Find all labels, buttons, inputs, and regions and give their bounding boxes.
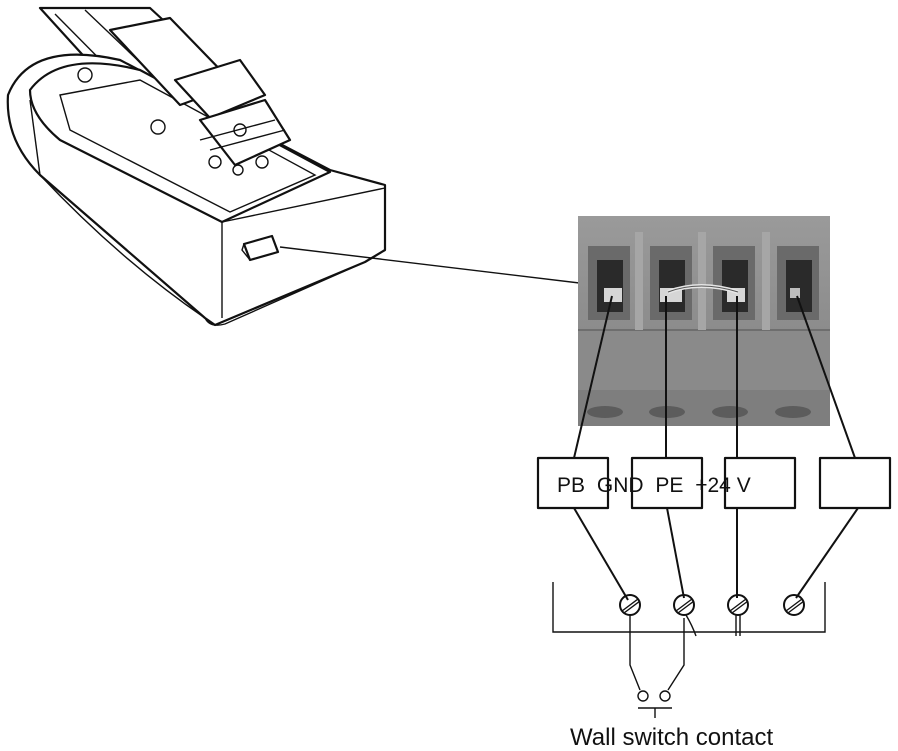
wall-switch-contact <box>629 615 685 718</box>
terminal-opening-2 <box>650 246 692 320</box>
operator-housing <box>6 6 387 327</box>
label-box-2 <box>630 456 704 510</box>
terminal-opening-3 <box>713 246 755 320</box>
terminal-opening-4 <box>777 246 819 320</box>
terminal-label-pb: PB <box>557 474 585 497</box>
wire-24v-lower <box>795 507 859 599</box>
leader-line <box>279 246 597 286</box>
label-box-1 <box>536 456 610 510</box>
screw-terminal-2 <box>673 594 695 616</box>
terminal-opening-1 <box>588 246 630 320</box>
terminal-label-gnd: GND <box>597 474 644 497</box>
terminal-label-row: PB GND PE +24 V <box>557 474 751 497</box>
wire-pb-upper <box>573 295 613 459</box>
terminal-block <box>578 216 830 426</box>
caption: Wall switch contact <box>570 724 774 751</box>
screw-terminal-1 <box>619 594 641 616</box>
wall-switch-terminal-strip <box>552 582 826 637</box>
terminal-label-pe: PE <box>655 474 683 497</box>
screw-terminal-3 <box>727 594 749 616</box>
label-box-4 <box>818 456 892 510</box>
terminal-label-24v: +24 V <box>695 474 750 497</box>
screw-terminal-4 <box>783 594 805 616</box>
wire-24v-upper <box>796 295 856 459</box>
wire-gnd-lower <box>666 507 685 599</box>
label-box-3 <box>723 456 797 510</box>
wire-pb-lower <box>573 507 629 601</box>
